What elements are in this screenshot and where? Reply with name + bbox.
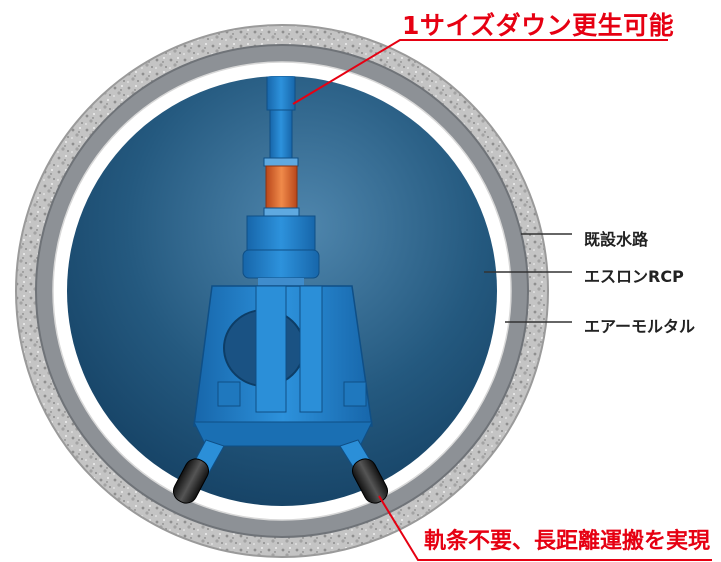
- transport-machine: [189, 76, 377, 479]
- hydraulic-cylinder: [265, 165, 298, 211]
- label-existing-channel: 既設水路: [584, 230, 649, 249]
- wheel-right: [351, 458, 389, 504]
- callout-bottom-line: [378, 495, 712, 561]
- label-air-mortar: エアーモルタル: [584, 317, 696, 336]
- callout-size-down: 1サイズダウン更生可能: [402, 11, 675, 40]
- label-rcp: エスロンRCP: [584, 267, 684, 286]
- wheel-left: [172, 458, 210, 504]
- callout-top-line: [292, 39, 668, 105]
- callout-long-distance: 軌条不要、長距離運搬を実現: [424, 529, 711, 554]
